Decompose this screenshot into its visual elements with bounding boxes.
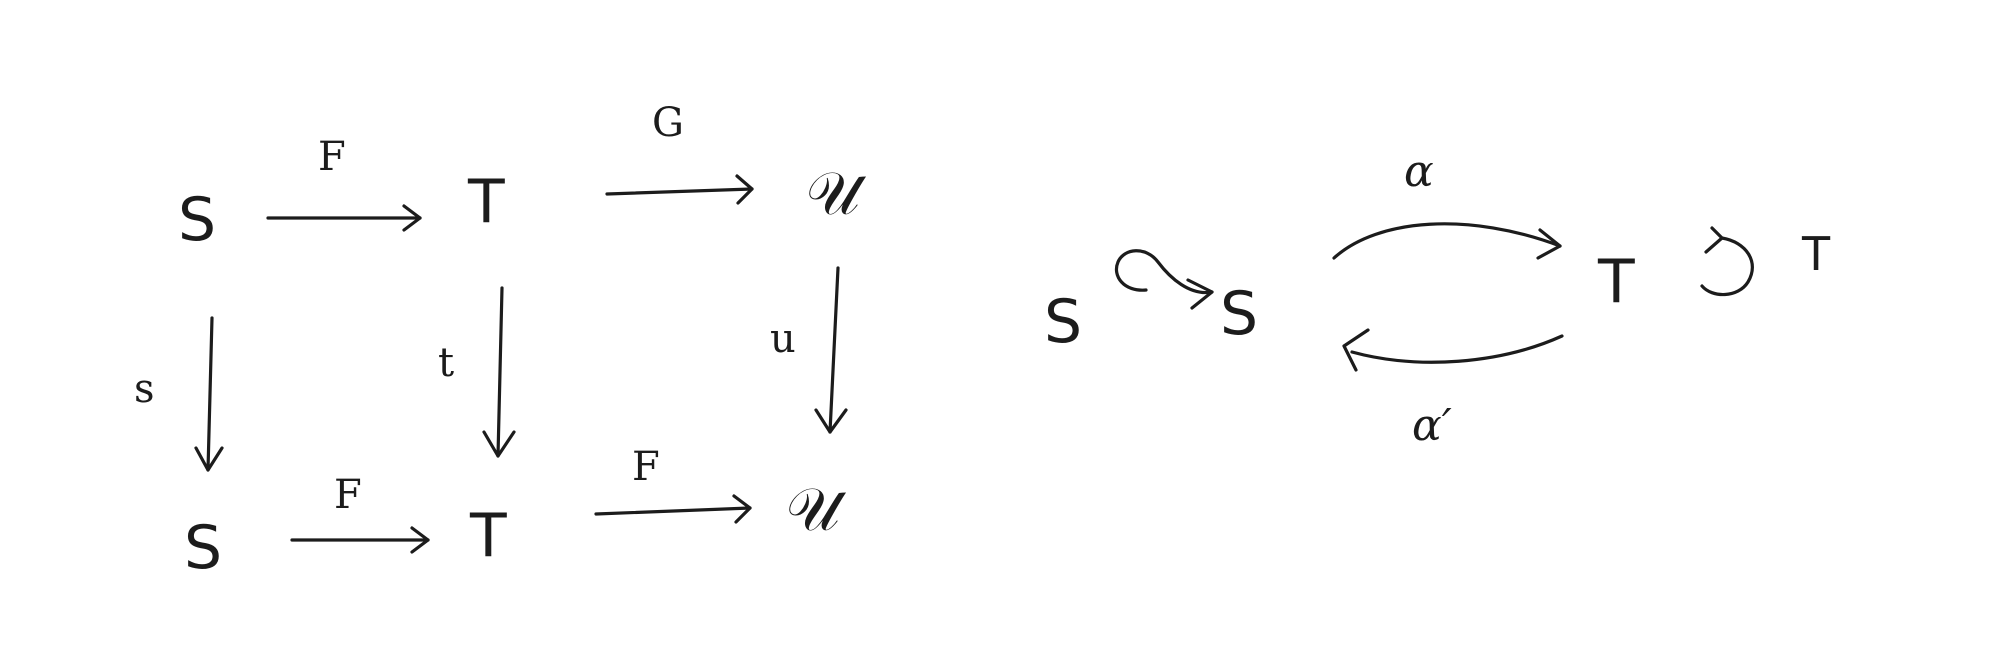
arrow-f-top — [266, 204, 422, 232]
loop-arrow-s — [1114, 249, 1214, 310]
object-t-endo-target: T — [1801, 227, 1831, 281]
arrow-s-vertical — [194, 316, 224, 472]
label-alpha: α — [1404, 146, 1434, 197]
object-s-endo: S — [1044, 287, 1082, 357]
arrow-alpha — [1332, 222, 1562, 260]
arrow-alpha-prime — [1342, 328, 1564, 372]
label-t-vertical: t — [438, 340, 454, 386]
arrow-f-bottom-left — [290, 526, 430, 554]
arrow-g-top — [605, 174, 754, 205]
object-s-top: S — [178, 185, 216, 255]
object-t-top: T — [467, 167, 505, 237]
arrow-t-vertical — [482, 286, 516, 458]
object-t-bottom: T — [469, 501, 507, 571]
label-f-bottom-left: F — [334, 472, 362, 518]
label-u-vertical: u — [770, 316, 796, 362]
loop-arrow-t — [1700, 226, 1754, 297]
label-f-top: F — [318, 134, 346, 180]
object-t-endo: T — [1597, 247, 1635, 317]
arrow-u-vertical — [814, 266, 848, 434]
label-f-bottom-right: F — [632, 444, 660, 490]
object-s-endo-target: S — [1220, 279, 1258, 349]
label-s-vertical: s — [134, 366, 155, 412]
label-alpha-prime: α′ — [1412, 400, 1452, 451]
label-g-top: G — [652, 100, 684, 146]
object-s-bottom: S — [184, 513, 222, 583]
object-u-top: 𝒰 — [806, 159, 867, 229]
object-u-bottom: 𝒰 — [786, 475, 847, 545]
arrow-f-bottom-right — [594, 494, 752, 524]
